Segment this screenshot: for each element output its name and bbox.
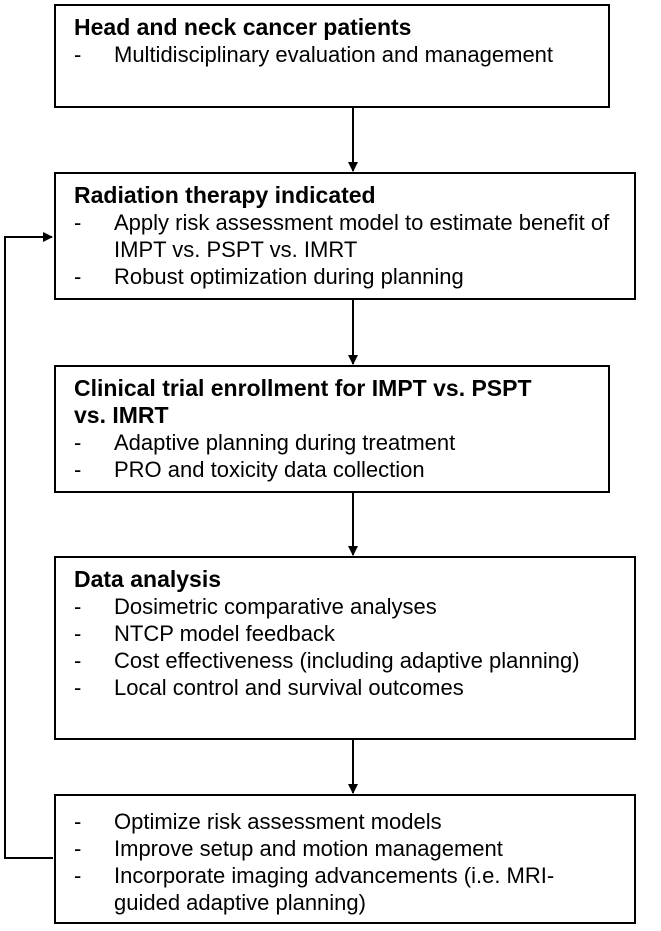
list-item: - Improve setup and motion management bbox=[74, 835, 620, 862]
item-text: Multidisciplinary evaluation and managem… bbox=[114, 42, 554, 67]
list-item: - Dosimetric comparative analyses bbox=[74, 593, 620, 620]
item-text: Local control and survival outcomes bbox=[114, 675, 464, 700]
bullet-dash: - bbox=[74, 621, 82, 646]
box-improvements: - Optimize risk assessment models - Impr… bbox=[54, 794, 636, 924]
list-item: - PRO and toxicity data collection bbox=[74, 456, 594, 483]
list-item: - Robust optimization during planning bbox=[74, 263, 620, 290]
bullet-dash: - bbox=[74, 675, 82, 700]
bullet-dash: - bbox=[74, 430, 82, 455]
item-text: Improve setup and motion management bbox=[114, 836, 503, 861]
list-item: - Apply risk assessment model to estimat… bbox=[74, 209, 620, 263]
item-text: Robust optimization during planning bbox=[114, 264, 464, 289]
box-title: Clinical trial enrollment for IMPT vs. P… bbox=[74, 375, 532, 428]
item-text: Adaptive planning during treatment bbox=[114, 430, 456, 455]
list-item: - Local control and survival outcomes bbox=[74, 674, 620, 701]
item-text: Cost effectiveness (including adaptive p… bbox=[114, 648, 580, 673]
box-title: Head and neck cancer patients bbox=[74, 14, 412, 40]
feedback-loop-arrow bbox=[4, 232, 53, 859]
list-item: - Cost effectiveness (including adaptive… bbox=[74, 647, 620, 674]
bullet-dash: - bbox=[74, 648, 82, 673]
item-text: Dosimetric comparative analyses bbox=[114, 594, 437, 619]
list-item: - Optimize risk assessment models bbox=[74, 808, 620, 835]
bullet-dash: - bbox=[74, 457, 82, 482]
list-item: - Multidisciplinary evaluation and manag… bbox=[74, 41, 594, 68]
bullet-dash: - bbox=[74, 264, 82, 289]
bullet-dash: - bbox=[74, 863, 82, 888]
box-radiation-therapy: Radiation therapy indicated - Apply risk… bbox=[54, 172, 636, 300]
bullet-dash: - bbox=[74, 594, 82, 619]
list-item: - NTCP model feedback bbox=[74, 620, 620, 647]
bullet-dash: - bbox=[74, 210, 82, 235]
box-data-analysis: Data analysis - Dosimetric comparative a… bbox=[54, 556, 636, 740]
item-text: Incorporate imaging advancements (i.e. M… bbox=[114, 863, 555, 915]
bullet-dash: - bbox=[74, 836, 82, 861]
box-title: Radiation therapy indicated bbox=[74, 182, 376, 208]
item-text: Optimize risk assessment models bbox=[114, 809, 442, 834]
bullet-dash: - bbox=[74, 809, 82, 834]
item-text: NTCP model feedback bbox=[114, 621, 335, 646]
bullet-dash: - bbox=[74, 42, 82, 67]
box-title: Data analysis bbox=[74, 566, 222, 592]
box-clinical-trial: Clinical trial enrollment for IMPT vs. P… bbox=[54, 365, 610, 493]
item-text: PRO and toxicity data collection bbox=[114, 457, 425, 482]
list-item: - Incorporate imaging advancements (i.e.… bbox=[74, 862, 620, 916]
list-item: - Adaptive planning during treatment bbox=[74, 429, 594, 456]
box-patients: Head and neck cancer patients - Multidis… bbox=[54, 4, 610, 108]
item-text: Apply risk assessment model to estimate … bbox=[114, 210, 610, 262]
